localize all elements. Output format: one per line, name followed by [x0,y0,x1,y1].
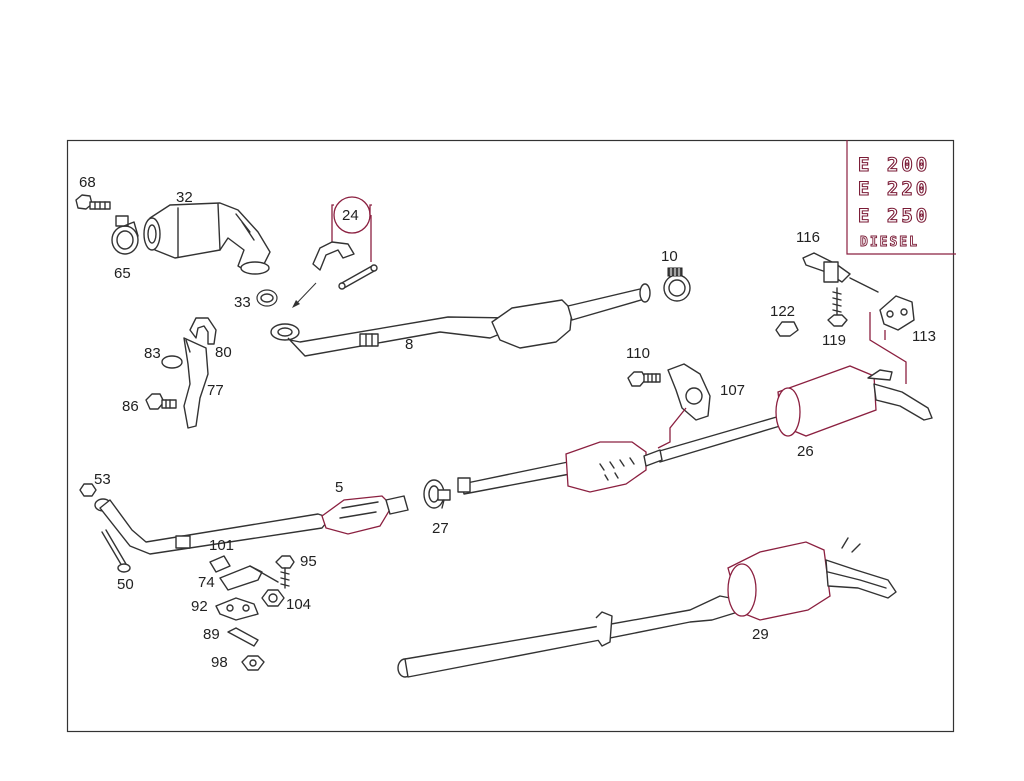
callout-8: 8 [405,336,413,353]
part-27-clamp [423,479,451,509]
callout-29: 29 [752,626,769,643]
part-29-rear-muffler [397,537,897,678]
part-122-nut [775,321,799,337]
callout-74: 74 [198,574,215,591]
callout-80: 80 [215,344,232,361]
part-119-screw [827,287,848,327]
part-77-bracket [183,337,209,429]
callout-24: 24 [342,207,359,224]
callout-10: 10 [661,248,678,265]
part-24-bracket-set [312,196,378,290]
part-92-rubber-bracket [215,597,259,621]
part-89-plate [227,627,259,647]
part-32-catalytic-converter [143,202,271,275]
callout-32: 32 [176,189,193,206]
callout-65: 65 [114,265,131,282]
callout-77: 77 [207,382,224,399]
callout-122: 122 [770,303,795,320]
callout-53: 53 [94,471,111,488]
callout-119: 119 [822,332,846,349]
part-5-front-pipe [94,495,409,555]
part-65-clamp [111,215,139,255]
part-50-stud [101,529,131,573]
diagram-frame [66,139,955,733]
part-33-gasket [256,289,278,307]
callout-83: 83 [144,345,161,362]
callout-116: 116 [796,229,820,246]
callout-86: 86 [122,398,139,415]
callout-50: 50 [117,576,134,593]
part-80-u-bolt [189,317,217,345]
model-e200: E 200 [858,154,930,176]
callout-33: 33 [234,294,251,311]
part-95-bolt [275,555,295,589]
callout-113: 113 [912,328,936,345]
part-53-nut [79,483,97,497]
callout-104: 104 [286,596,311,613]
part-110-bolt [627,371,661,387]
callout-68: 68 [79,174,96,191]
callout-107: 107 [720,382,745,399]
callout-92: 92 [191,598,208,615]
part-10-clamp [663,267,691,302]
callout-98: 98 [211,654,228,671]
callout-labels: 68 32 65 24 33 10 116 122 119 113 83 80 … [79,174,936,671]
model-legend: E 200 E 220 E 250 DIESEL [846,140,956,255]
model-e220: E 220 [858,178,930,200]
part-8-front-pipe [270,283,651,357]
part-104-nut [261,589,285,607]
callout-26: 26 [797,443,814,460]
part-113-rubber-mount [869,295,915,384]
part-83-washer [161,355,183,369]
part-116-hanger-bar [802,252,879,293]
fuel-diesel: DIESEL [860,235,919,250]
part-intermediate-silencer [457,441,663,495]
part-86-bolt [145,393,177,410]
part-74-strap [219,565,279,591]
callout-95: 95 [300,553,317,570]
part-107-hanger-bracket [657,363,711,449]
part-98-nut [241,655,265,671]
part-68-bolt [75,194,111,210]
part-101-clip [209,555,231,573]
callout-5: 5 [335,479,343,496]
model-e250: E 250 [858,205,930,227]
callout-101: 101 [209,537,234,554]
callout-89: 89 [203,626,220,643]
callout-110: 110 [626,345,650,362]
callout-27: 27 [432,520,449,537]
